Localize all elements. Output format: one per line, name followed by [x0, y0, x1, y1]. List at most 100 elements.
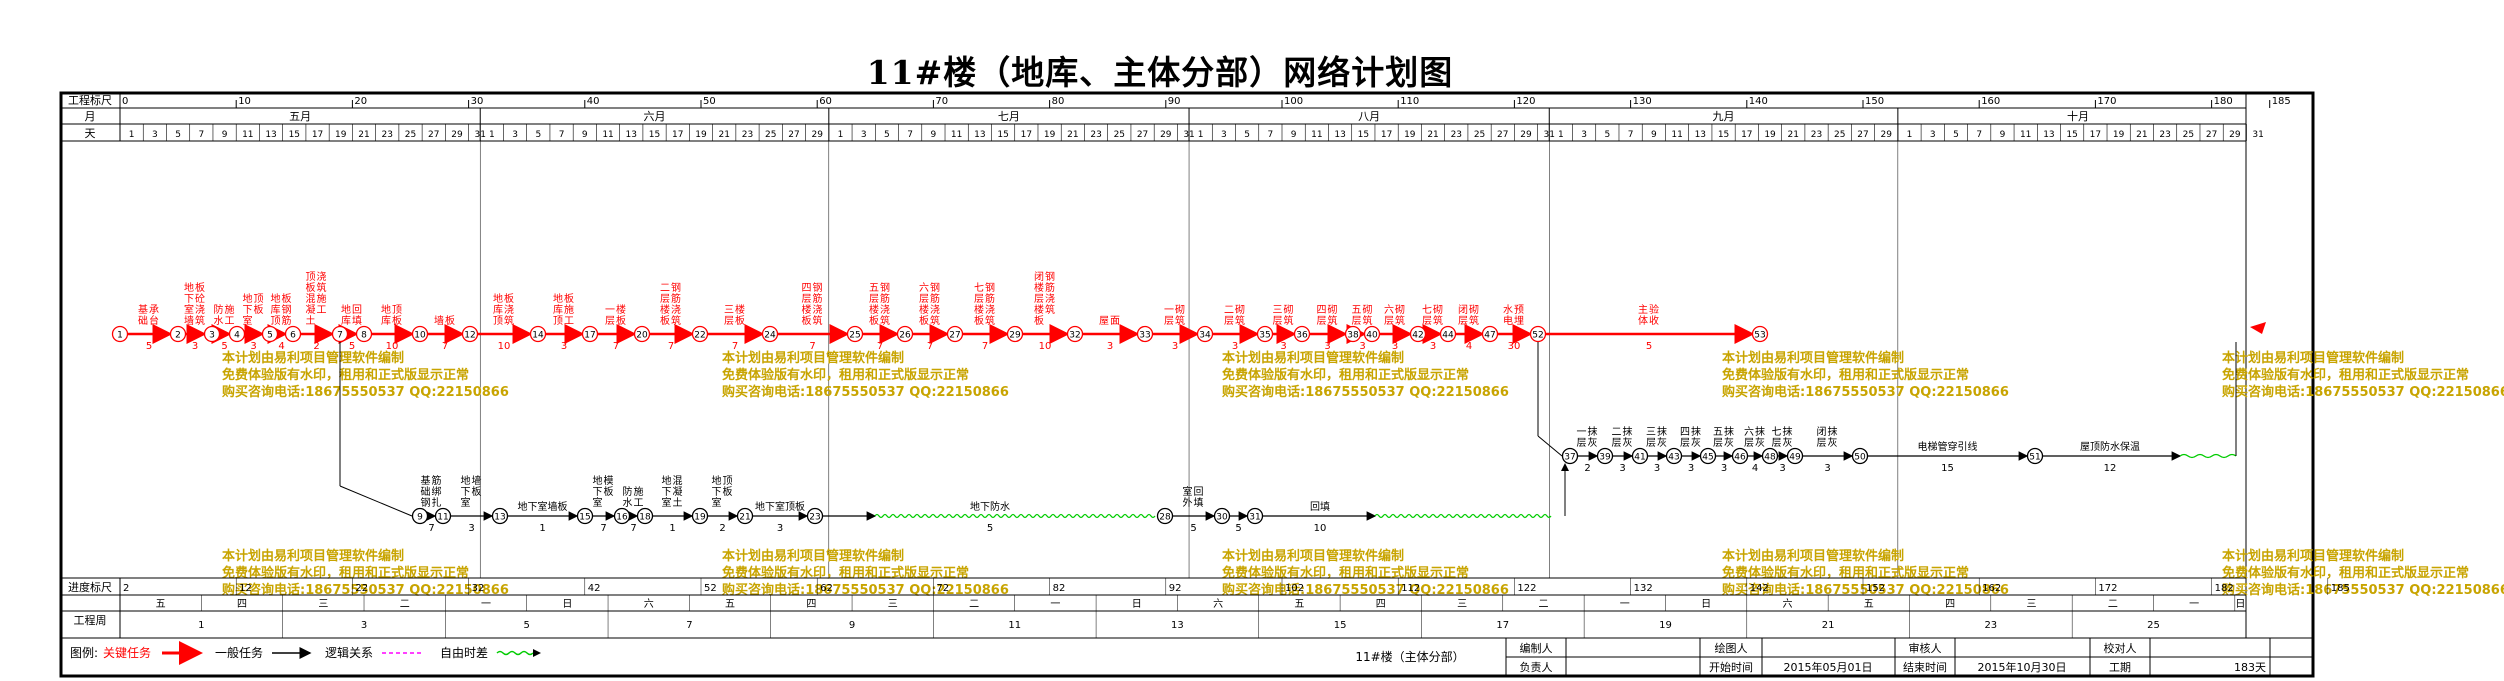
task-duration: 3 [1172, 341, 1178, 352]
weekday-label: 六 [1213, 598, 1223, 610]
project-name: 11#楼（主体分部） [1355, 649, 1464, 664]
scale-tick-label: 160 [1981, 96, 2000, 107]
task-label-char: 板 [974, 314, 984, 327]
signoff-table: 11#楼（主体分部） 编制人 负责人 绘图人 开始时间 2015年05月01日 … [1355, 638, 2313, 676]
task-label-char: 主 [1638, 304, 1648, 316]
day-label: 23 [742, 130, 753, 140]
event-node-number: 50 [1854, 453, 1866, 463]
day-label: 3 [512, 130, 518, 140]
progress-tick-label: 142 [1750, 583, 1769, 594]
week-label: 7 [686, 620, 692, 631]
weekday-label: 三 [1457, 599, 1467, 610]
task-duration: 7 [428, 523, 434, 534]
event-node [1156, 507, 1174, 525]
day-label: 11 [242, 130, 253, 140]
task-label-char: 五 [1713, 427, 1723, 438]
scale-tick-label: 70 [935, 96, 948, 107]
task-duration: 3 [1324, 341, 1330, 352]
event-node [1006, 325, 1024, 343]
month-label: 六月 [644, 110, 666, 123]
task-label-char: 板 [195, 281, 205, 294]
task-label-char: 楼 [616, 303, 626, 316]
task-label-char: 七 [1422, 304, 1432, 316]
day-label: 5 [1953, 130, 1959, 140]
task-label-char: 础 [421, 486, 431, 498]
week-label: 15 [1334, 620, 1347, 631]
task-label-char: 工 [225, 316, 235, 327]
scale-tick-label: 50 [703, 96, 716, 107]
task-label-char: 水 [623, 497, 633, 509]
watermark-text: 本计划由易利项目管理软件编制 [1222, 350, 1404, 366]
day-label: 15 [1718, 130, 1729, 140]
task-label-char: 钢 [1045, 270, 1055, 283]
event-node [411, 325, 429, 343]
task-duration: 3 [1721, 463, 1727, 474]
task-label-char: 砌 [1395, 304, 1405, 316]
task-label-char: 一 [1577, 427, 1587, 438]
day-label: 29 [2229, 130, 2241, 140]
scale-tick-label: 60 [819, 96, 832, 107]
checker-label: 校对人 [2104, 641, 2137, 655]
task-label-char: 楼 [1034, 281, 1044, 294]
drawn-by-label: 绘图人 [1715, 641, 1748, 655]
task-label-char: 浇 [671, 303, 681, 316]
event-node [1246, 507, 1264, 525]
task-label-char: 回 [352, 304, 362, 316]
event-node-number: 31 [1249, 513, 1260, 523]
task-duration: 3 [1280, 341, 1286, 352]
task-label-char: 墙 [472, 474, 482, 487]
day-label: 25 [1114, 130, 1125, 140]
weekday-label: 一 [1620, 599, 1630, 610]
day-label: 19 [1404, 130, 1416, 140]
task-duration: 5 [1235, 523, 1241, 534]
task-label-char: 层 [1273, 315, 1283, 327]
task-label-char: 板 [604, 485, 614, 498]
day-label: 13 [974, 130, 985, 140]
task-label-char: 抹 [1828, 425, 1838, 438]
event-node-number: 49 [1789, 453, 1801, 463]
task-label-char: 室 [243, 314, 253, 327]
task-label-char: 地 [341, 303, 351, 316]
task-label-char: 室 [712, 496, 722, 509]
task-label-char: 一 [1164, 305, 1174, 316]
watermark-text: 购买咨询电话:18675550537 QQ:22150866 [722, 384, 1009, 400]
task-label-char: 层 [802, 293, 812, 305]
event-node-number: 6 [290, 331, 296, 341]
event-node [636, 507, 654, 525]
day-label: 3 [152, 130, 158, 140]
event-node-number: 19 [694, 513, 706, 523]
task-label-char: 库 [381, 314, 391, 327]
day-label: 3 [1930, 130, 1936, 140]
task-label-char: 浇 [930, 303, 940, 316]
progress-tick-label: 82 [1053, 583, 1066, 594]
progress-tick-label: 182 [2215, 583, 2234, 594]
task-label-char: 层 [1612, 437, 1622, 449]
week-label: 19 [1659, 620, 1672, 631]
event-node [691, 325, 709, 343]
week-label: 21 [1822, 620, 1835, 631]
task-duration: 1 [669, 523, 675, 534]
event-node [461, 325, 479, 343]
watermark-text: 购买咨询电话:18675550537 QQ:22150866 [1222, 384, 1509, 400]
progress-tick-label: 172 [2098, 583, 2117, 594]
day-label: 19 [695, 130, 707, 140]
task-label-char: 筑 [1433, 314, 1443, 327]
day-label: 29 [1160, 130, 1172, 140]
progress-tick-label: 152 [1866, 583, 1885, 594]
watermark-text: 购买咨询电话:18675550537 QQ:22150866 [1722, 582, 2009, 598]
task-label-char: 钢 [880, 281, 890, 294]
task-label-char: 楼 [974, 303, 984, 316]
event-node [331, 325, 349, 343]
day-label: 11 [2020, 130, 2031, 140]
watermark-text: 免费体验版有水印，租用和正式版显示正常 [222, 367, 469, 383]
task-label-char: 灰 [1623, 436, 1633, 449]
prepared-by-label: 编制人 [1520, 641, 1553, 655]
task-label-char: 凝 [306, 304, 316, 316]
task-label-char: 浇 [504, 303, 514, 316]
finish-flag-icon [2250, 322, 2266, 334]
task-label-char: 浇 [317, 270, 327, 283]
day-label: 3 [1581, 130, 1587, 140]
event-node [1596, 447, 1614, 465]
task-label-char: 室 [461, 496, 471, 509]
